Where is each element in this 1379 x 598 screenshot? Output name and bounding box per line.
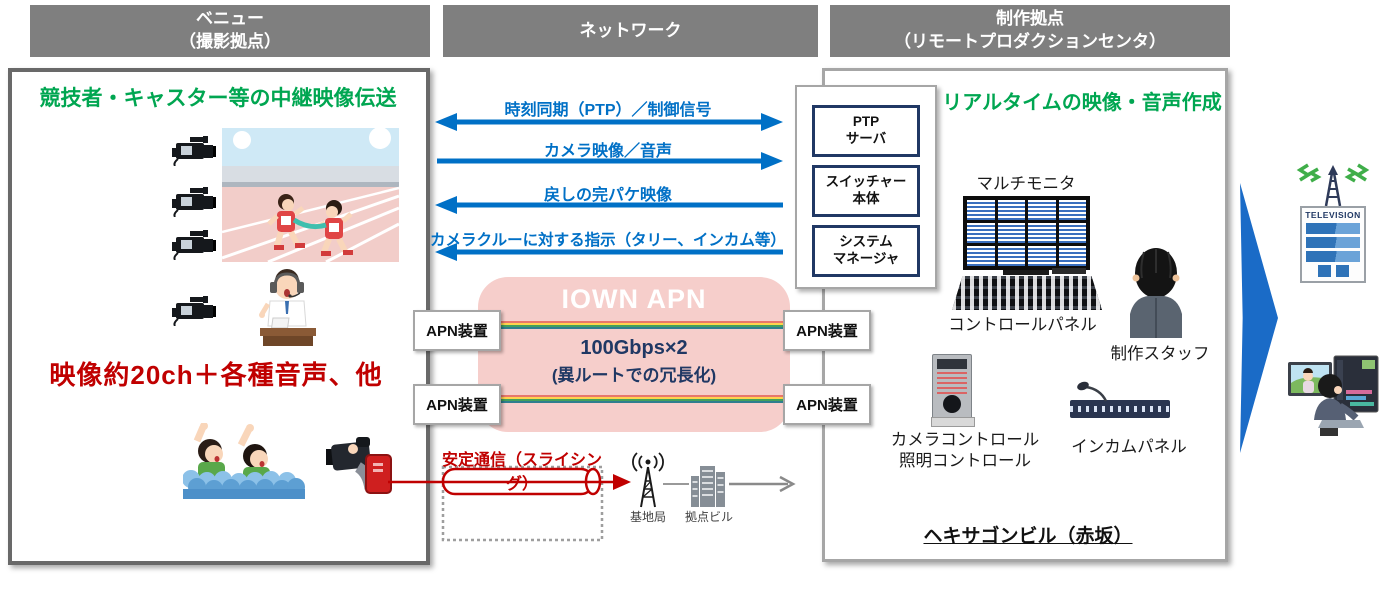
caster-illustration <box>250 268 324 348</box>
multi-monitor-icon <box>963 196 1090 270</box>
ptp-server-box: PTP サーバ <box>812 105 920 157</box>
header-network-line1: ネットワーク <box>579 20 682 40</box>
base-station-label: 基地局 <box>629 510 666 524</box>
base-station-icon <box>632 452 664 508</box>
video-camera-icon <box>168 230 218 260</box>
intercom-mic-icon <box>1068 378 1128 402</box>
header-venue-line2: （撮影拠点） <box>179 32 281 51</box>
video-camera-icon <box>168 187 218 217</box>
slicing-label: 安定通信（スライシング） <box>441 452 602 493</box>
camera-control-unit-icon <box>931 354 975 427</box>
video-editor-illustration <box>1286 350 1379 438</box>
header-production-line1: 制作拠点 <box>996 9 1064 29</box>
site-building-icon <box>691 466 725 507</box>
switcher-box: スイッチャー 本体 <box>812 165 920 217</box>
onward-gray-arrow <box>729 475 796 493</box>
apn-device-right-bottom: APN装置 <box>783 384 871 425</box>
iown-apn-box <box>478 277 790 432</box>
control-panel-label: コントロールパネル <box>948 316 1097 334</box>
header-venue-line1: ベニュー <box>196 9 264 29</box>
fiber-link-top <box>497 321 783 329</box>
apn-device-right-top: APN装置 <box>783 310 871 351</box>
relay-runners-illustration <box>222 128 399 262</box>
apn-device-left-bottom: APN装置 <box>413 384 501 425</box>
iown-redundancy: (異ルートでの冗長化) <box>551 366 717 385</box>
tv-station-building: TELEVISION <box>1300 206 1366 283</box>
broadcast-output-arrow <box>1240 183 1278 453</box>
iown-capacity: 100Gbps×2 <box>580 337 688 359</box>
tv-building-windows <box>1302 265 1364 277</box>
system-manager-box: システム マネージャ <box>812 225 920 277</box>
control-panel-icon <box>952 276 1102 310</box>
camera-operator-illustration <box>326 437 392 499</box>
apn-device-left-top: APN装置 <box>413 310 501 351</box>
production-title: リアルタイムの映像・音声作成 <box>942 92 1222 114</box>
production-staff-label: 制作スタッフ <box>1110 345 1210 363</box>
site-building-label: 拠点ビル <box>684 510 733 524</box>
flow-label-crew-instructions: カメラクルーに対する指示（タリー、インカム等） <box>430 232 786 249</box>
intercom-panel-label: インカムパネル <box>1071 438 1187 456</box>
flow-label-camera-video-audio: カメラ映像／音声 <box>543 143 672 160</box>
monitor-stand <box>1003 270 1049 275</box>
video-camera-icon <box>168 296 218 326</box>
tv-building-stripe <box>1306 237 1360 248</box>
tv-antenna-icon <box>1296 163 1370 207</box>
video-camera-icon <box>168 136 218 166</box>
monitor-soundbar <box>1052 268 1086 274</box>
header-production-line2: （リモートプロダクションセンタ） <box>894 32 1166 51</box>
tv-building-stripe <box>1306 223 1360 234</box>
multi-monitor-label: マルチモニタ <box>976 175 1076 193</box>
header-production: 制作拠点 （リモートプロダクションセンタ） <box>830 5 1230 57</box>
flow-label-return-video: 戻しの完パケ映像 <box>543 187 672 204</box>
production-staff-illustration <box>1128 246 1184 338</box>
tv-station-sign: TELEVISION <box>1305 210 1361 220</box>
production-location-label: ヘキサゴンビル（赤坂） <box>923 526 1133 547</box>
venue-title: 競技者・キャスター等の中継映像伝送 <box>39 87 397 110</box>
equipment-group-box: PTP サーバ スイッチャー 本体 システム マネージャ <box>795 85 937 289</box>
flow-label-ptp-control: 時刻同期（PTP）／制御信号 <box>504 102 712 119</box>
camera-lighting-control-label: カメラコントロール 照明コントロール <box>890 431 1040 470</box>
iown-apn-title: IOWN APN <box>561 284 707 314</box>
fiber-link-bottom <box>497 395 783 403</box>
tv-building-stripe <box>1306 251 1360 262</box>
header-venue: ベニュー （撮影拠点） <box>30 5 430 57</box>
venue-channel-note: 映像約20ch＋各種音声、他 <box>49 360 383 390</box>
header-network: ネットワーク <box>443 5 818 57</box>
intercom-panel-icon <box>1070 400 1170 418</box>
crowd-wave-illustration <box>183 423 305 499</box>
